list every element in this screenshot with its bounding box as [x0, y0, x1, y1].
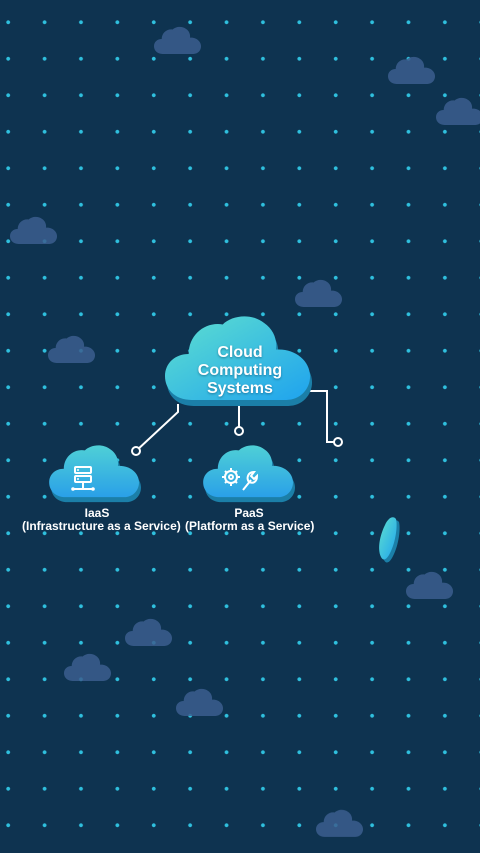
connector-nodes [131, 426, 343, 456]
faint-cloud [10, 216, 58, 244]
title-line-3: Systems [207, 380, 273, 397]
title-line-1: Cloud [217, 344, 263, 361]
faint-cloud [406, 571, 454, 599]
iaas-cloud [49, 445, 141, 503]
paas-label: PaaS (Platform as a Service) [185, 506, 315, 533]
background-clouds [10, 26, 480, 837]
iaas-name: IaaS [84, 506, 110, 520]
faint-cloud [388, 56, 436, 84]
gear-wrench-icon [222, 468, 259, 491]
connector-node [131, 446, 141, 456]
paas-name: PaaS [234, 506, 264, 520]
title-line-2: Computing [197, 362, 283, 379]
faint-cloud [436, 97, 480, 125]
iaas-description: (Infrastructure as a Service) [22, 519, 181, 533]
faint-cloud [316, 809, 364, 837]
connector-extra [306, 390, 338, 443]
faint-cloud [48, 335, 96, 363]
connector-node [333, 437, 343, 447]
paas-cloud [203, 445, 295, 503]
paas-description: (Platform as a Service) [185, 519, 315, 533]
faint-cloud [176, 688, 224, 716]
connector-iaas [135, 404, 179, 452]
faint-cloud [64, 653, 112, 681]
connector-node [234, 426, 244, 436]
server-rack-icon [73, 466, 93, 490]
floating-cloud-fragment [379, 517, 400, 563]
faint-cloud [125, 618, 173, 646]
faint-cloud [154, 26, 202, 54]
iaas-label: IaaS (Infrastructure as a Service) [22, 506, 181, 533]
main-cloud-title: Cloud Computing Systems [178, 344, 302, 398]
faint-cloud [295, 279, 343, 307]
